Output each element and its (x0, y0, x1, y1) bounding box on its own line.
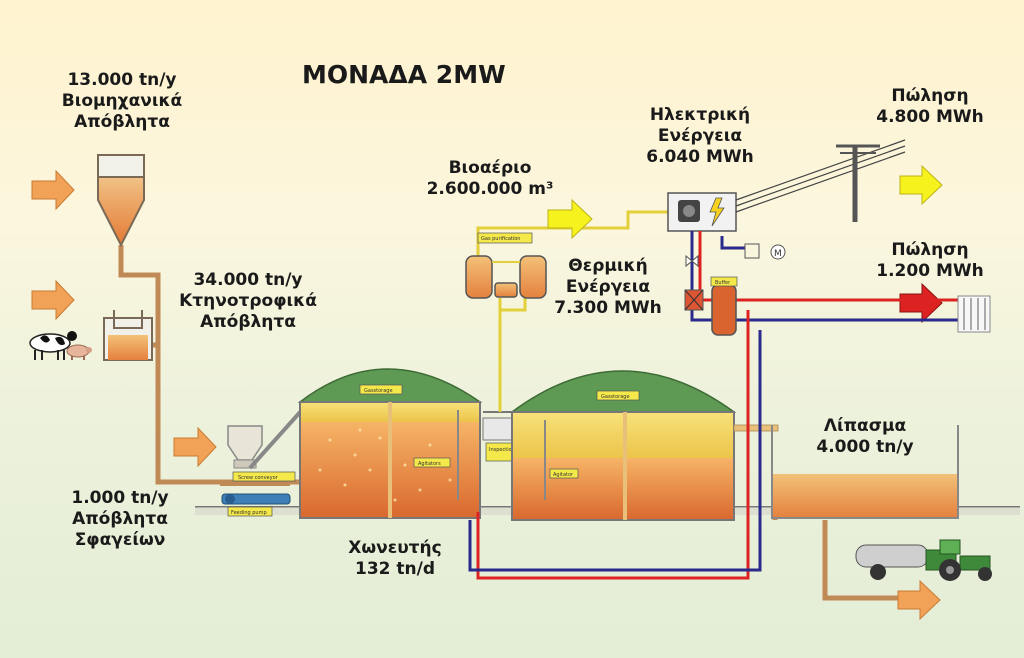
tractor-icon (855, 539, 992, 581)
livestock-line2: Απόβλητα (200, 312, 296, 332)
gas-purification-label: Gas purification (481, 236, 520, 242)
slaughter-line1: Απόβλητα (72, 509, 168, 529)
digester-2 (509, 370, 737, 521)
sale-thermal-name: Πώληση (891, 240, 969, 260)
heating-pipes (468, 231, 960, 580)
biogas-amount: 2.600.000 m³ (426, 179, 554, 199)
sale-electric-name: Πώληση (891, 86, 969, 106)
digester-name: Χωνευτής (348, 538, 442, 558)
industrial-line1: Βιομηχανικά (61, 91, 183, 111)
power-line (735, 139, 906, 222)
digester-rate: 132 tn/d (354, 559, 435, 579)
industrial-amount: 13.000 tn/y (67, 70, 177, 90)
feeding-pump (221, 493, 291, 505)
input-arrows (31, 169, 941, 621)
arrow-slaughter-icon (173, 426, 217, 468)
feeder-hopper (227, 408, 304, 470)
valve-icon (685, 254, 699, 268)
industrial-line2: Απόβλητα (74, 112, 170, 132)
electric-energy-label: Ηλεκτρική Ενέργεια 6.040 MWh (630, 105, 770, 168)
chp-generator (667, 192, 737, 232)
gas-purification-unit (465, 255, 547, 299)
thermal-line2: Ενέργεια (565, 277, 651, 297)
electric-amount: 6.040 MWh (646, 147, 754, 167)
biogas-name: Βιοαέριο (448, 158, 532, 178)
screw-conveyor-label: Screw conveyor (238, 475, 279, 481)
agitator-label: Agitator (553, 472, 574, 478)
electric-line1: Ηλεκτρική (649, 105, 751, 125)
arrow-livestock-icon (31, 279, 75, 321)
thermal-line1: Θερμική (568, 256, 648, 276)
cow-icon (29, 331, 77, 360)
arrow-sale-thermal-icon (899, 282, 943, 324)
svg-text:M: M (774, 249, 782, 259)
agitators-label: Agitators (418, 461, 441, 467)
livestock-line1: Κτηνοτροφικά (179, 291, 317, 311)
sale-thermal-label: Πώληση 1.200 MWh (860, 240, 1000, 282)
arrow-sale-electric-icon (899, 164, 943, 206)
fertilizer-amount: 4.000 tn/y (816, 437, 914, 457)
livestock-bin (103, 310, 153, 361)
livestock-amount: 34.000 tn/y (193, 270, 303, 290)
thermal-amount: 7.300 MWh (554, 298, 662, 318)
digester-label: Χωνευτής 132 tn/d (330, 538, 460, 580)
pig-icon (66, 344, 92, 360)
slaughter-amount: 1.000 tn/y (71, 488, 169, 508)
diagram-title: ΜΟΝΑΔΑ 2MW (302, 60, 506, 89)
gasstorage-1-label: Gasstorage (364, 388, 393, 394)
arrow-biogas-icon (547, 198, 593, 240)
thermal-energy-label: Θερμική Ενέργεια 7.300 MWh (538, 256, 678, 319)
gasstorage-2-label: Gasstorage (601, 394, 630, 400)
buffer-label: Buffer (715, 280, 731, 286)
slaughter-waste-label: 1.000 tn/y Απόβλητα Σφαγείων (40, 488, 200, 551)
radiator-icon (957, 295, 991, 333)
livestock-waste-label: 34.000 tn/y Κτηνοτροφικά Απόβλητα (158, 270, 338, 333)
motor-icon: M (744, 243, 786, 260)
fertilizer-label: Λίπασμα 4.000 tn/y (795, 416, 935, 458)
arrow-industrial-icon (31, 169, 75, 211)
buffer-tank (711, 284, 737, 336)
industrial-hopper (97, 154, 145, 248)
biogas-label: Βιοαέριο 2.600.000 m³ (420, 158, 560, 200)
sale-electric-amount: 4.800 MWh (876, 107, 984, 127)
electric-line2: Ενέργεια (657, 126, 743, 146)
sale-electric-label: Πώληση 4.800 MWh (860, 86, 1000, 128)
fertilizer-name: Λίπασμα (823, 416, 907, 436)
arrow-fertilizer-out-icon (897, 579, 941, 621)
heat-exchanger (684, 289, 704, 311)
sale-thermal-amount: 1.200 MWh (876, 261, 984, 281)
feeding-pump-label: Feeding pump (231, 510, 267, 516)
fertilizer-tank (771, 425, 959, 519)
industrial-waste-label: 13.000 tn/y Βιομηχανικά Απόβλητα (32, 70, 212, 133)
slaughter-line2: Σφαγείων (74, 530, 166, 550)
